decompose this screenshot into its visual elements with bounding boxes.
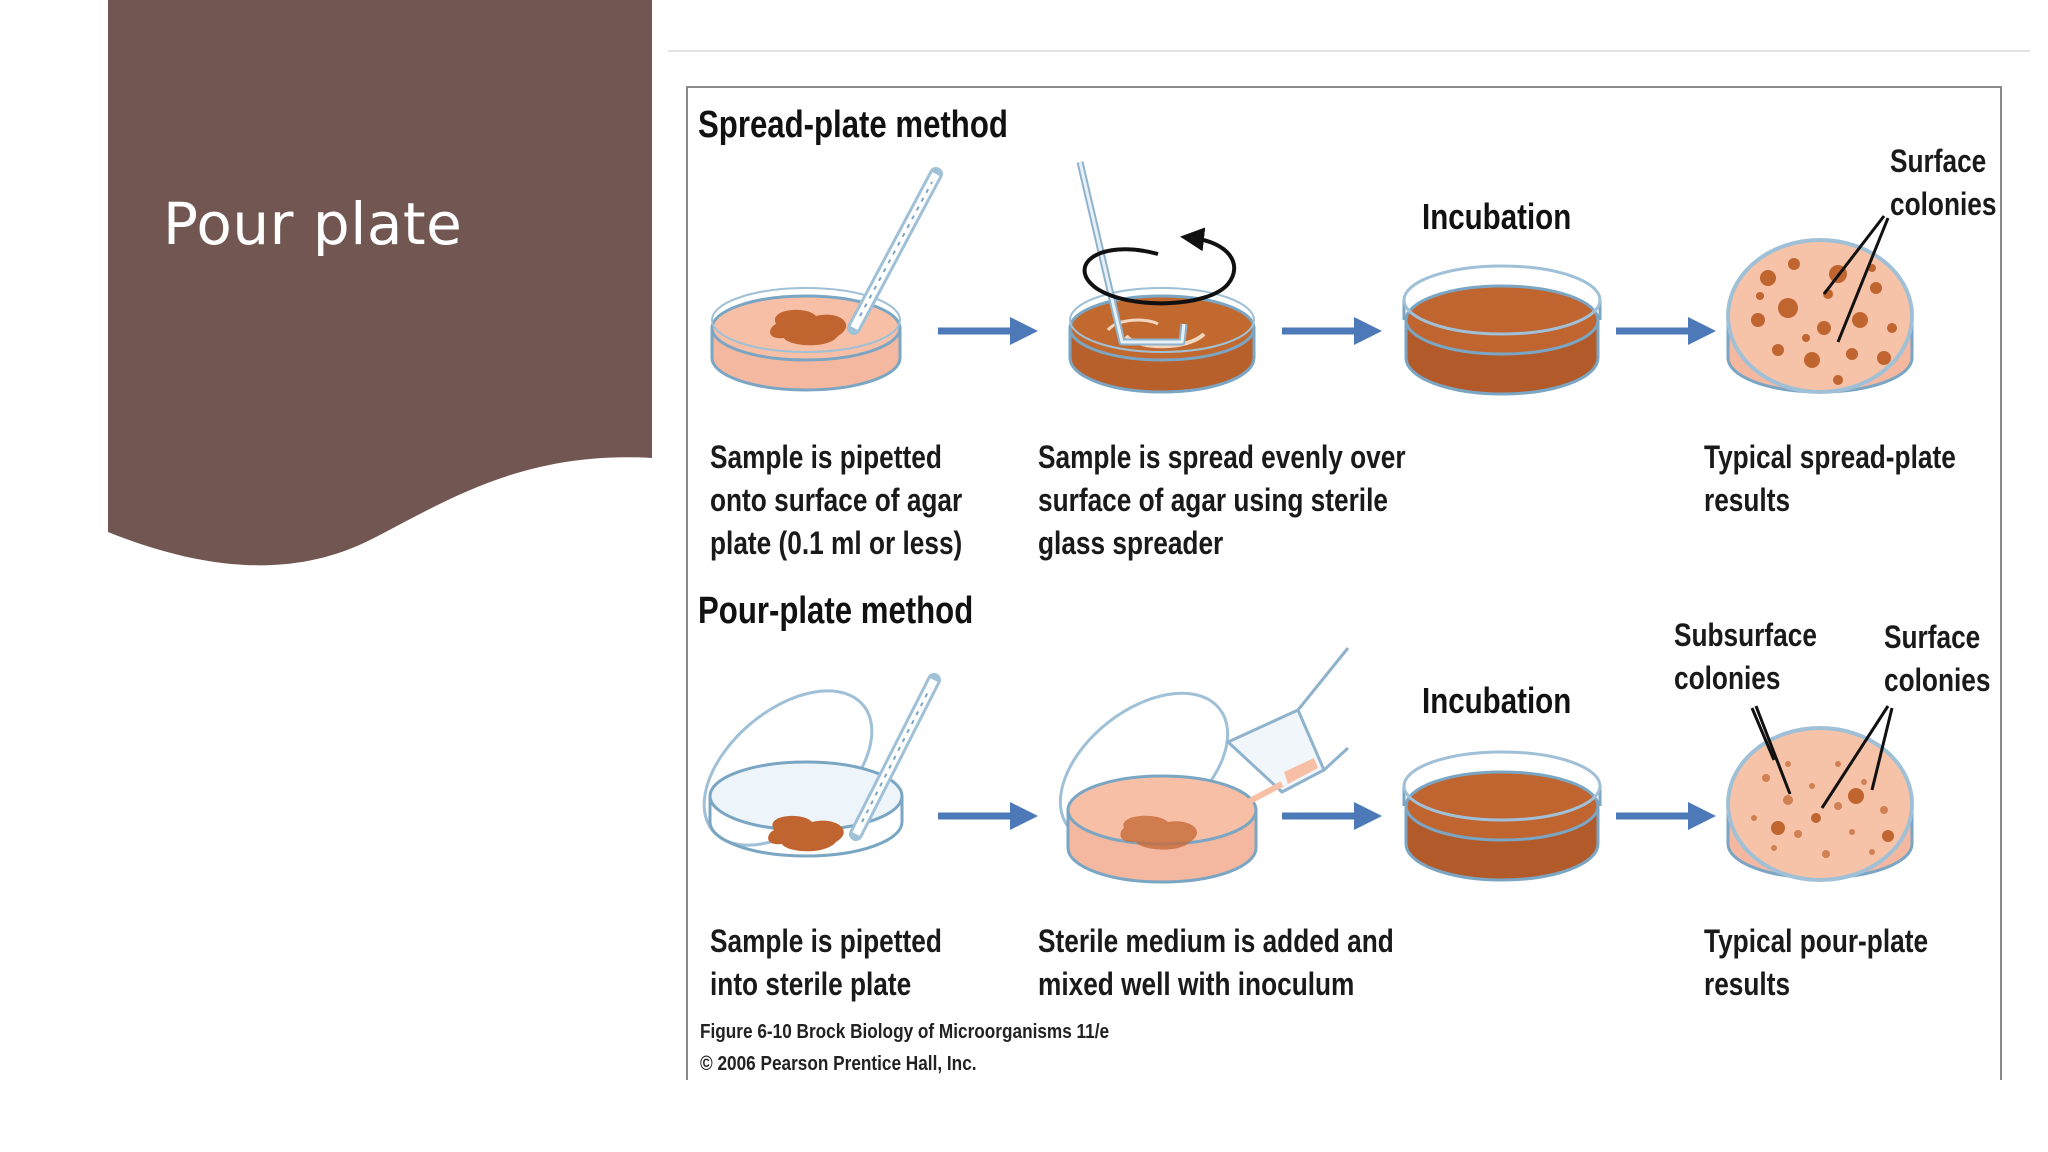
medium-flask <box>1225 647 1350 805</box>
plating-methods-illustration <box>702 161 1914 884</box>
spread-incubation-label: Incubation <box>1422 196 1572 237</box>
spread-dish-sample <box>710 287 902 392</box>
slide-title: Pour plate <box>163 190 463 258</box>
subsurface-colonies <box>1751 761 1888 858</box>
pour-dish-results <box>1726 705 1914 882</box>
pour-dish-incubation <box>1402 750 1602 882</box>
figure-credit: Figure 6-10 Brock Biology of Microorgani… <box>700 1021 1110 1075</box>
spread-plate-heading: Spread-plate method <box>698 104 1008 146</box>
spread-dish-incubation <box>1402 264 1602 396</box>
title-panel-shape <box>108 0 652 566</box>
spread-dish-results <box>1726 215 1914 394</box>
surface-colonies <box>1771 788 1894 842</box>
rotation-arrow <box>1082 227 1237 306</box>
pour-incubation-label: Incubation <box>1422 680 1572 721</box>
header-divider <box>668 50 2030 52</box>
pipette <box>849 673 941 841</box>
pour-dish-medium <box>1058 691 1258 884</box>
pour-plate-heading: Pour-plate method <box>698 590 974 632</box>
pipette <box>847 167 943 335</box>
pour-dish-sample <box>702 689 904 858</box>
